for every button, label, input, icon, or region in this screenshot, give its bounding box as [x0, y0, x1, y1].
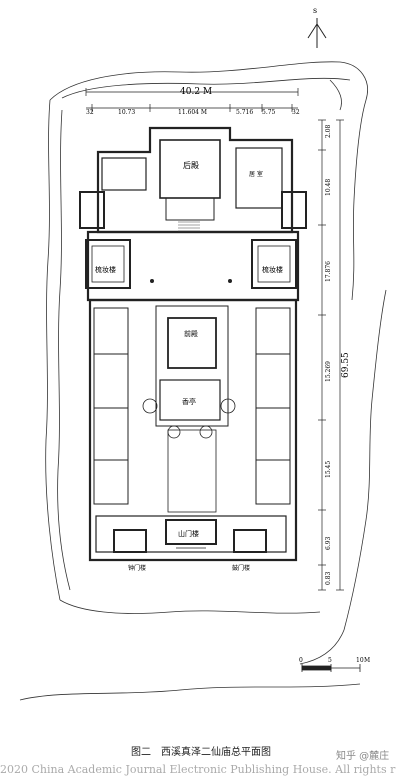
copyright-notice: 2020 China Academic Journal Electronic P…: [0, 763, 396, 776]
figure-number: 图二: [131, 747, 151, 758]
dim-width-seg: 32: [86, 109, 94, 116]
scale-tick: 10: [356, 657, 364, 664]
left-tower: [85, 239, 131, 289]
scale-bar: [301, 664, 361, 672]
terrain-contour: [61, 77, 351, 99]
dim-depth-seg: 17.876: [325, 261, 332, 282]
left-gate-tower: [113, 529, 147, 553]
dim-depth-seg: 10.48: [325, 179, 332, 196]
dim-depth-seg: 6.93: [325, 536, 332, 550]
figure-title: 西溪真泽二仙庙总平面图: [161, 747, 271, 758]
east-corridor: [255, 307, 291, 505]
middle-wall: [86, 230, 300, 302]
right-gate-tower: [233, 529, 267, 553]
front-hall-label: 前殿: [184, 329, 198, 338]
gate-tower-label: 山门楼: [178, 529, 199, 538]
rear-hall-label: 后殿: [183, 160, 199, 170]
rear-side-label: 居 室: [249, 170, 263, 178]
dim-width-seg: 11.604 M: [178, 109, 207, 116]
scale-tick: 5: [328, 657, 332, 664]
watermark: 知乎 @麓庄: [336, 751, 390, 762]
tree-icon: [142, 398, 236, 439]
dim-width-seg: 5.75: [262, 109, 276, 116]
terrain-contour: [57, 109, 71, 591]
dim-width-seg: 32: [292, 109, 300, 116]
right-gate-tower-label: 鼓门楼: [232, 564, 250, 572]
scale-tick: 0: [299, 657, 303, 664]
figure-caption: 图二西溪真泽二仙庙总平面图: [0, 743, 402, 758]
north-label: s: [313, 6, 317, 15]
front-hall: [167, 317, 217, 369]
dim-depth-seg: 2.08: [325, 124, 332, 138]
dim-width-seg: 10.73: [118, 109, 135, 116]
terrain-contour: [329, 79, 342, 111]
dim-depth-seg: 0.83: [325, 571, 332, 585]
front-hall-platform: [155, 305, 229, 427]
north-arrow-icon: [307, 18, 327, 48]
right-tower: [251, 239, 297, 289]
rear-wall: [96, 126, 294, 234]
dim-width-seg: 5.716: [236, 109, 253, 116]
dim-depth-seg: 15.45: [325, 461, 332, 478]
terrain-contour: [299, 289, 387, 665]
left-gate-tower-label: 钟门楼: [128, 564, 146, 572]
west-corridor: [93, 307, 129, 505]
scale-unit: M: [364, 657, 370, 664]
dim-overall-width: 40.2 M: [180, 87, 212, 97]
left-tower-label: 梳妆楼: [95, 265, 116, 274]
terrain-contour: [45, 99, 61, 601]
terrain-contour: [19, 683, 361, 701]
terrain-contour: [59, 599, 321, 614]
dim-overall-depth: 69.55: [341, 352, 351, 378]
pavilion: [159, 379, 221, 421]
gate-tower: [165, 519, 217, 545]
dim-depth-seg: 15.269: [325, 361, 332, 382]
lower-wall: [88, 298, 298, 562]
right-tower-label: 梳妆楼: [262, 265, 283, 274]
terrain-contour: [49, 61, 368, 301]
pavilion-label: 香亭: [182, 397, 196, 406]
